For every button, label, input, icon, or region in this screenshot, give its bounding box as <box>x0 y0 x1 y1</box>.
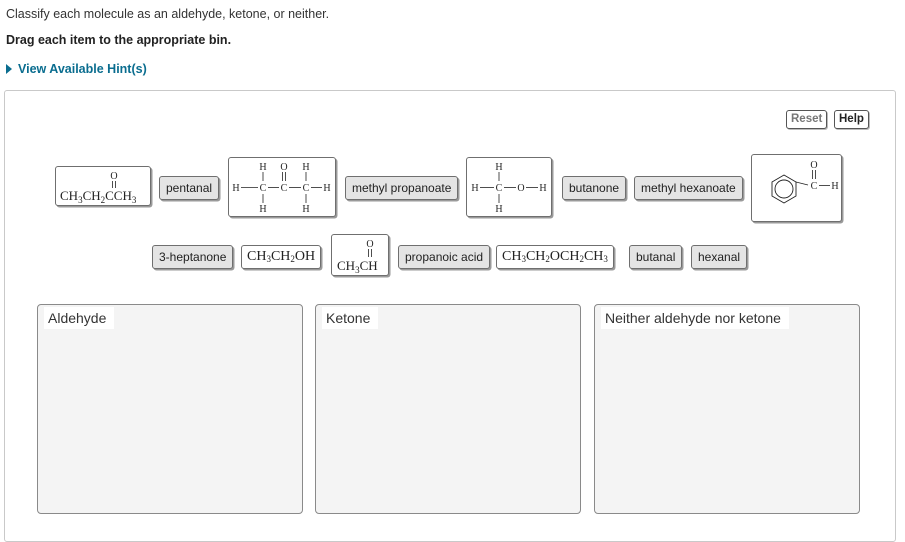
svg-text:C: C <box>811 181 818 192</box>
draggable-ether-formula[interactable]: CH3CH2OCH2CH3 <box>496 245 614 269</box>
drag-instruction: Drag each item to the appropriate bin. <box>6 33 232 47</box>
svg-text:H: H <box>495 162 502 173</box>
draggable-acetaldehyde-structure[interactable]: H O H H C C C H H H <box>228 157 336 217</box>
svg-text:H: H <box>495 204 502 215</box>
svg-text:C: C <box>260 183 267 194</box>
svg-text:O: O <box>810 160 817 171</box>
svg-text:CH3CH: CH3CH <box>337 258 378 275</box>
svg-text:H: H <box>302 162 309 173</box>
draggable-methyl-propanoate[interactable]: methyl propanoate <box>345 176 459 200</box>
draggable-benzaldehyde-structure[interactable]: O C H <box>751 154 842 222</box>
svg-text:O: O <box>280 162 287 173</box>
svg-text:H: H <box>259 162 266 173</box>
bin-neither[interactable]: Neither aldehyde nor ketone <box>594 304 860 514</box>
svg-text:H: H <box>259 204 266 215</box>
svg-text:C: C <box>281 183 288 194</box>
draggable-methyl-hexanoate[interactable]: methyl hexanoate <box>634 176 743 200</box>
expand-triangle-icon <box>6 64 12 74</box>
svg-text:H: H <box>539 183 546 194</box>
view-hints-link[interactable]: View Available Hint(s) <box>6 62 147 76</box>
svg-text:O: O <box>517 183 524 194</box>
draggable-butanal[interactable]: butanal <box>629 245 683 269</box>
svg-text:H: H <box>302 204 309 215</box>
help-button[interactable]: Help <box>834 110 869 129</box>
svg-text:H: H <box>232 183 239 194</box>
draggable-hexanal[interactable]: hexanal <box>691 245 748 269</box>
svg-text:O: O <box>366 239 373 250</box>
draggable-butanone[interactable]: butanone <box>562 176 627 200</box>
svg-text:H: H <box>831 181 838 192</box>
svg-text:C: C <box>496 183 503 194</box>
draggable-pentanal[interactable]: pentanal <box>159 176 220 200</box>
view-hints-label: View Available Hint(s) <box>18 62 147 76</box>
carbonyl-oxygen-label: O <box>110 171 117 182</box>
ketone-formula-text: CH3CH2CCH3 <box>60 188 137 205</box>
reset-button[interactable]: Reset <box>786 110 828 129</box>
draggable-acetaldehyde-formula[interactable]: O CH3CH <box>331 234 389 276</box>
draggable-3-heptanone[interactable]: 3-heptanone <box>152 245 234 269</box>
svg-text:H: H <box>471 183 478 194</box>
bin-aldehyde-label: Aldehyde <box>44 307 115 329</box>
svg-text:H: H <box>323 183 330 194</box>
instruction-text: Classify each molecule as an aldehyde, k… <box>6 7 330 21</box>
bin-aldehyde[interactable]: Aldehyde <box>37 304 303 514</box>
svg-text:C: C <box>303 183 310 194</box>
bin-ketone[interactable]: Ketone <box>315 304 581 514</box>
bin-neither-label: Neither aldehyde nor ketone <box>601 307 789 329</box>
draggable-ethanol-formula[interactable]: CH3CH2OH <box>241 245 322 269</box>
bin-ketone-label: Ketone <box>322 307 379 329</box>
draggable-propanoic-acid[interactable]: propanoic acid <box>398 245 491 269</box>
draggable-methanol-structure[interactable]: H H C O H H <box>466 157 552 217</box>
draggable-ketone-formula[interactable]: O CH3CH2CCH3 <box>55 166 151 206</box>
